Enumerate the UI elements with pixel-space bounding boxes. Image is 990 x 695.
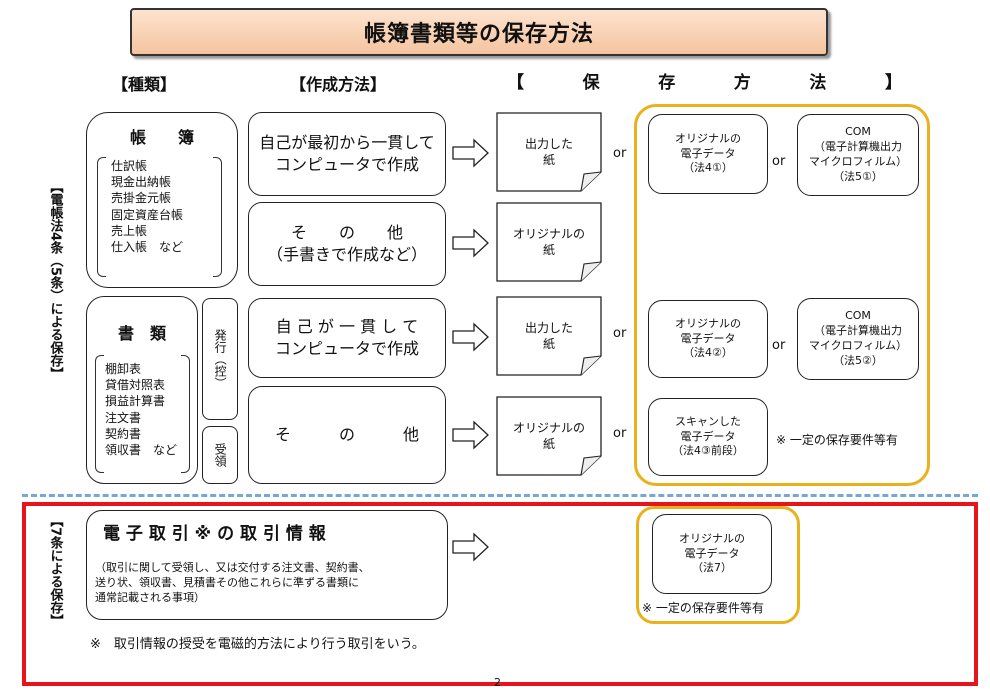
storage-label: スキャンした 電子データ （法4③前段） — [672, 414, 744, 458]
arrow-right-icon — [452, 138, 490, 168]
storage-label: オリジナルの 電子データ （法4②） — [675, 316, 741, 360]
bracket-left — [95, 355, 104, 473]
storage-frame — [634, 104, 930, 486]
method-label: 自己が最初から一貫して コンピュータで作成 — [259, 132, 435, 174]
law7-requirement-note: ※ 一定の保存要件等有 — [642, 601, 764, 615]
method-label: 自 己 が 一 貫 し て コンピュータで作成 — [274, 316, 419, 358]
header-storage-char: 法 — [809, 73, 827, 93]
header-storage-char: 存 — [658, 73, 676, 93]
section-divider — [22, 494, 978, 497]
books-title: 帳 簿 — [129, 128, 194, 147]
paper-original-2: オリジナルの 紙 — [496, 396, 602, 476]
books-box: 帳 簿 仕訳帳 現金出納帳 売掛金元帳 固定資産台帳 売上帳 仕入帳 など — [86, 112, 238, 288]
or-label: or — [613, 426, 627, 441]
method-label: そ の 他 — [274, 424, 419, 444]
method-label: そ の 他 — [290, 222, 403, 242]
storage-scanned-electronic: スキャンした 電子データ （法4③前段） — [648, 398, 768, 476]
paper-label: 出力した 紙 — [524, 136, 573, 167]
header-storage-char: 保 — [582, 73, 600, 93]
header-storage: 【 保 存 方 法 】 — [507, 72, 902, 96]
storage-original-electronic-4-1: オリジナルの 電子データ （法4①） — [648, 114, 768, 194]
law7-storage-frame — [636, 506, 800, 624]
bracket-right — [213, 157, 222, 277]
storage-com-5-2: COM （電子計算機出力 マイクロフィルム） （法5②） — [797, 298, 919, 380]
arrow-right-icon — [452, 322, 490, 352]
docs-issue-label: 発行（控） — [213, 329, 228, 389]
bracket-right — [181, 355, 190, 473]
paper-printed-1: 出力した 紙 — [496, 112, 602, 192]
footnote: ※ 取引情報の授受を電磁的方法により行う取引をいう。 — [90, 637, 425, 652]
header-storage-char: 方 — [733, 73, 751, 93]
storage-label: COM （電子計算機出力 マイクロフィルム） （法5②） — [808, 309, 908, 367]
docs-items: 棚卸表 貸借対照表 損益計算書 注文書 契約書 領収書 など — [105, 362, 178, 457]
header-kind: 【種類】 — [112, 75, 177, 94]
storage-label: オリジナルの 電子データ （法7） — [679, 531, 745, 575]
page-title: 帳簿書類等の保存方法 — [363, 22, 594, 47]
law7-frame — [22, 502, 978, 686]
electronic-trade-box: 電 子 取 引 ※ の 取 引 情 報 （取引に関して受領し、又は交付する注文書… — [86, 510, 448, 620]
header-method: 【作成方法】 — [290, 75, 387, 94]
or-label: or — [613, 326, 627, 341]
or-label: or — [772, 154, 786, 169]
title-banner: 帳簿書類等の保存方法 — [130, 8, 828, 56]
paper-icon — [496, 112, 602, 192]
method-box-other-handwritten: そ の 他 （手書きで作成など） — [248, 202, 446, 286]
paper-icon — [496, 396, 602, 476]
docs-box: 書 類 棚卸表 貸借対照表 損益計算書 注文書 契約書 領収書 など — [86, 296, 198, 484]
arrow-right-icon — [452, 228, 490, 258]
paper-label: 出力した 紙 — [524, 320, 573, 351]
header-storage-open: 【 — [507, 73, 524, 93]
docs-receive-label: 受領 — [213, 443, 228, 467]
storage-label: COM （電子計算機出力 マイクロフィルム） （法5①） — [808, 125, 908, 183]
storage-requirement-note: ※ 一定の保存要件等有 — [776, 433, 898, 447]
storage-original-electronic-4-2: オリジナルの 電子データ （法4②） — [648, 300, 768, 378]
arrow-right-icon — [452, 420, 490, 450]
paper-label: オリジナルの 紙 — [512, 226, 585, 257]
electronic-trade-title: 電 子 取 引 ※ の 取 引 情 報 — [103, 524, 326, 544]
page-number: 2 — [494, 676, 501, 689]
paper-printed-2: 出力した 紙 — [496, 296, 602, 376]
books-items: 仕訳帳 現金出納帳 売掛金元帳 固定資産台帳 売上帳 仕入帳 など — [111, 159, 184, 254]
side-label-law7: 【7条による保存】 — [47, 514, 63, 628]
paper-label: オリジナルの 紙 — [512, 420, 585, 451]
paper-icon — [496, 296, 602, 376]
storage-com-5-1: COM （電子計算機出力 マイクロフィルム） （法5①） — [797, 114, 919, 196]
bracket-left — [97, 157, 106, 277]
method-box-consistent: 自 己 が 一 貫 し て コンピュータで作成 — [248, 298, 446, 378]
docs-issue-box: 発行（控） — [202, 298, 238, 420]
electronic-trade-desc: （取引に関して受領し、又は交付する注文書、契約書、 送り状、領収書、見積書その他… — [95, 561, 370, 604]
arrow-right-icon — [452, 532, 490, 562]
paper-icon — [496, 202, 602, 282]
side-label-law4: 【電帳法4条（5条）による保存】 — [47, 180, 63, 381]
or-label: or — [613, 146, 627, 161]
method-box-consistent-from-start: 自己が最初から一貫して コンピュータで作成 — [248, 112, 446, 196]
storage-original-electronic-7: オリジナルの 電子データ （法7） — [652, 514, 772, 594]
paper-original-1: オリジナルの 紙 — [496, 202, 602, 282]
or-label: or — [772, 338, 786, 353]
docs-title: 書 類 — [117, 324, 166, 343]
header-storage-close: 】 — [884, 73, 902, 93]
docs-receive-box: 受領 — [202, 426, 238, 484]
method-sublabel: （手書きで作成など） — [266, 245, 427, 264]
method-box-other: そ の 他 — [248, 386, 446, 484]
storage-label: オリジナルの 電子データ （法4①） — [675, 131, 741, 175]
